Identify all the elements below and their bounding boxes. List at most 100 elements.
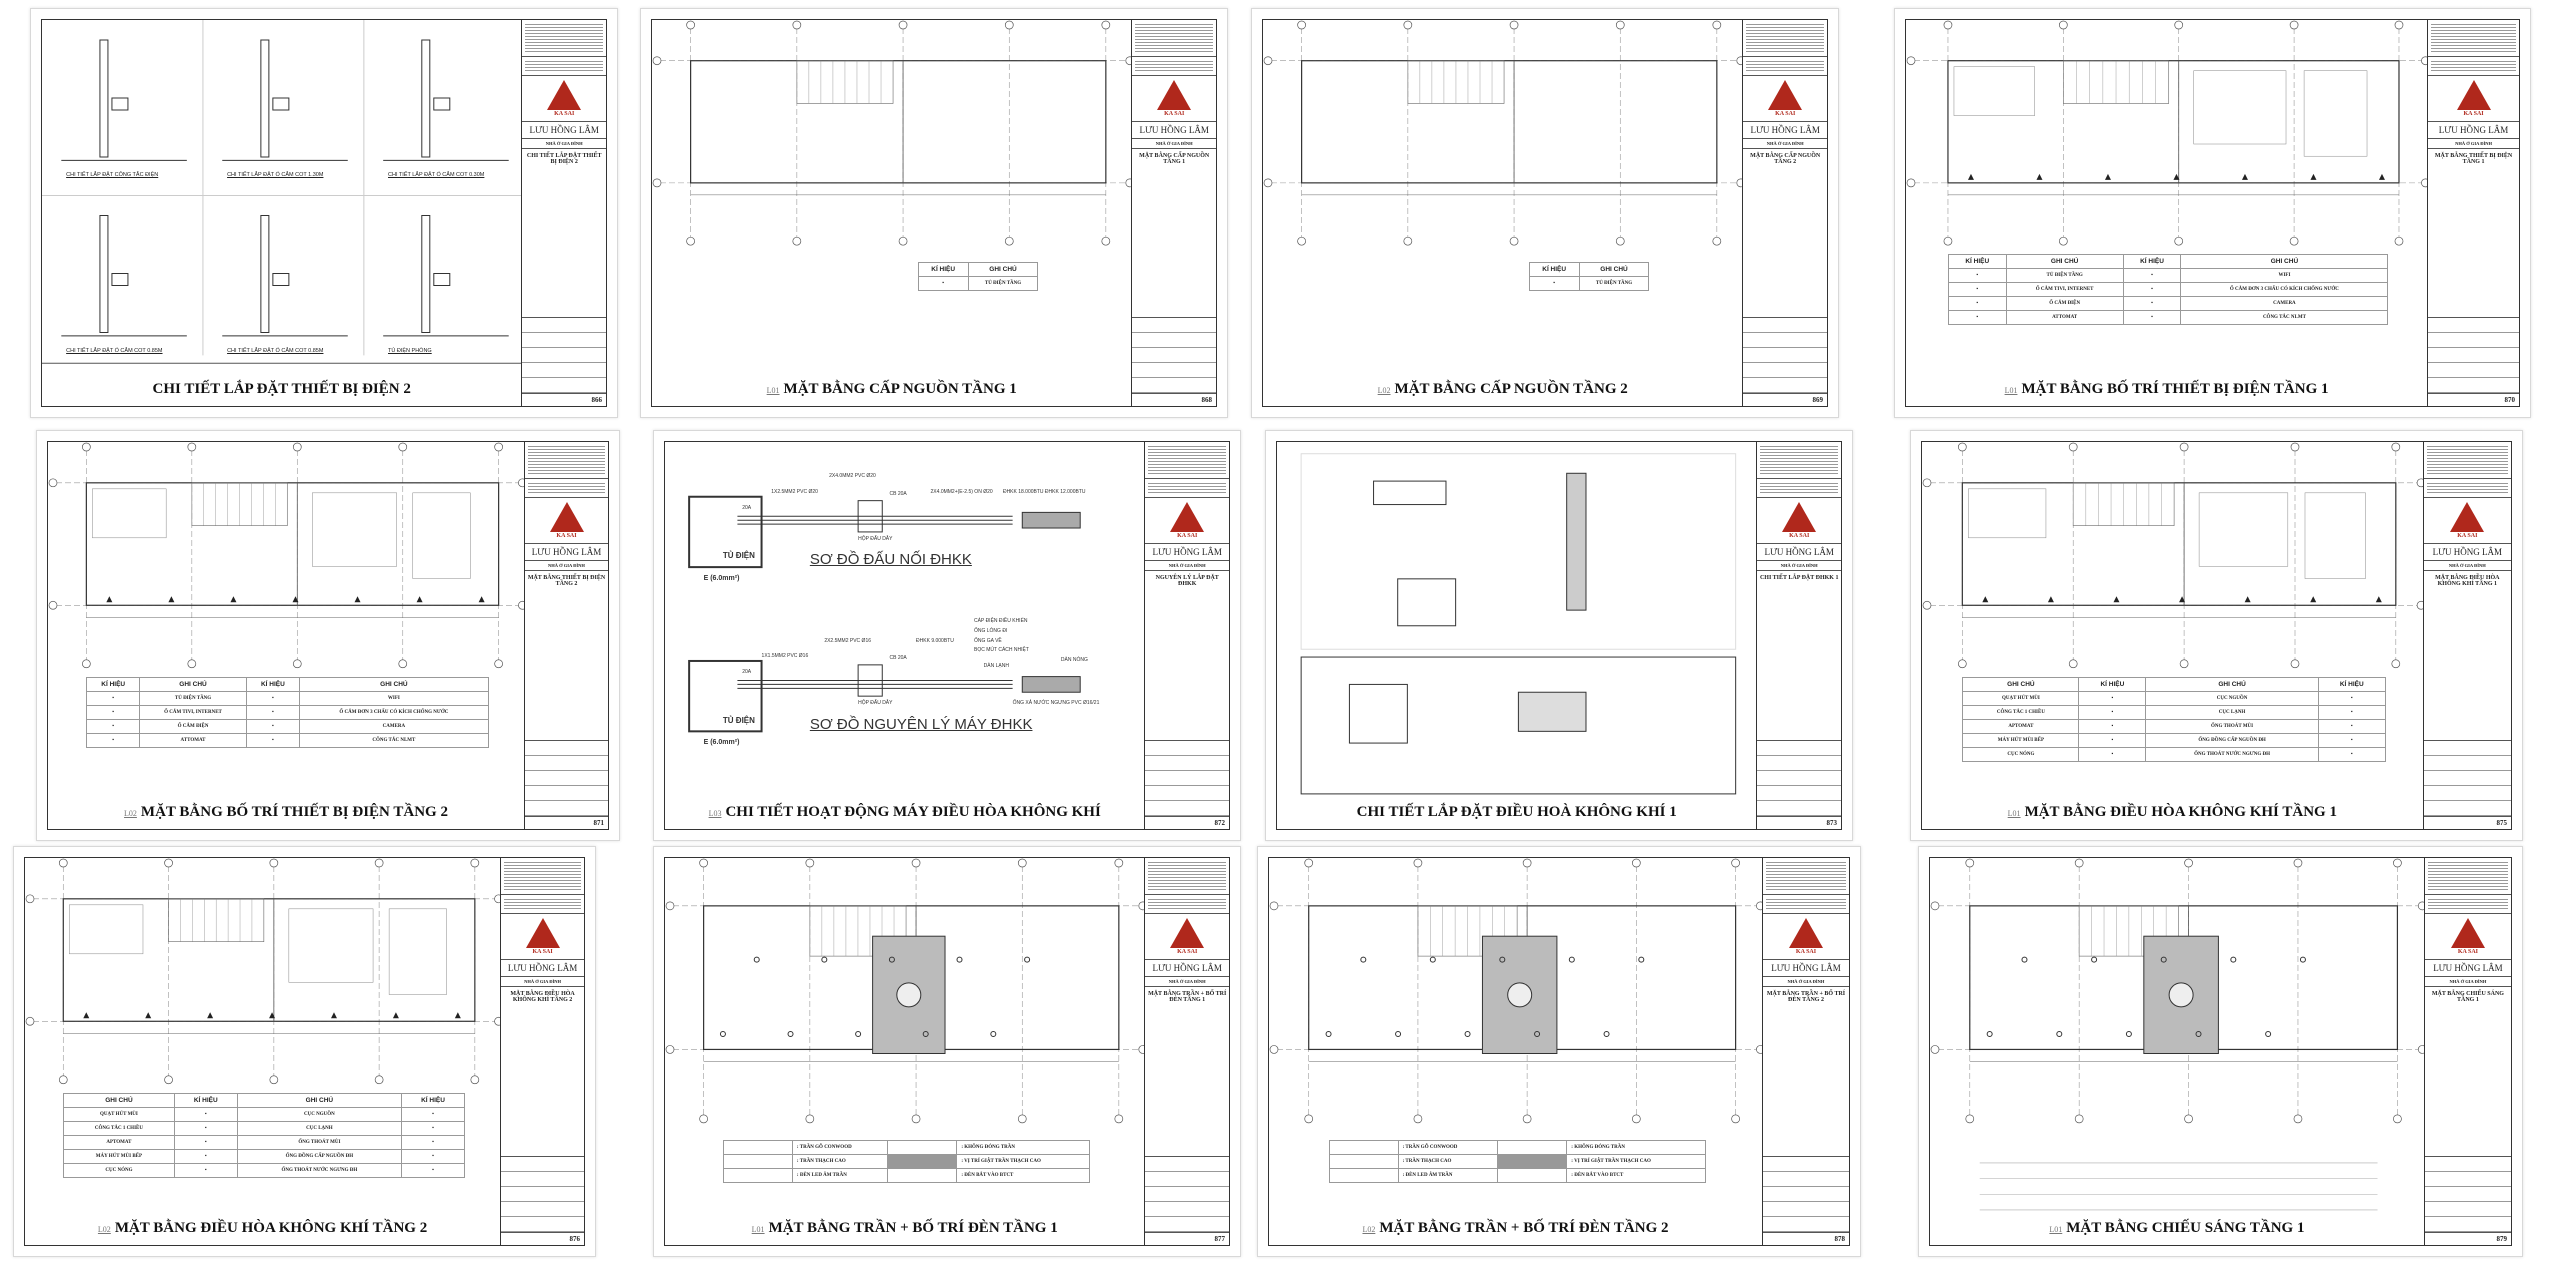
note-line	[1148, 455, 1226, 456]
sheet-number: 871	[525, 816, 608, 829]
led-downlight	[1603, 1030, 1610, 1037]
note-line	[2431, 51, 2516, 52]
legend-row: APTOMAT▪ỐNG THOÁT MÙI▪	[63, 1134, 466, 1150]
note-line	[1766, 880, 1846, 881]
legend-symbol: ▪	[400, 1134, 466, 1150]
electric-symbol	[1982, 596, 1989, 603]
note-line	[1760, 464, 1838, 465]
legend-row: QUẠT HÚT MÙI▪CỤC NGUỒN▪	[63, 1106, 466, 1122]
legend-swatch	[887, 1153, 958, 1169]
ceiling-legend-table: : TRẦN GỖ CONWOOD: KHÔNG ĐÓNG TRẦN: TRẦN…	[722, 1139, 1090, 1183]
detail-ref: L01	[2004, 386, 2018, 395]
owner-line	[1766, 908, 1846, 909]
drawing-sheet[interactable]: : TRẦN GỖ CONWOOD: KHÔNG ĐÓNG TRẦN: TRẦN…	[653, 846, 1241, 1257]
sheet-number: 870	[2428, 393, 2519, 406]
device-box	[433, 97, 451, 111]
legend-header: GHI CHÚ	[236, 1092, 402, 1108]
logo-text: KA SAI	[1775, 111, 1796, 117]
led-downlight	[2195, 1030, 2202, 1037]
legend-header: KÍ HIỆU	[2078, 676, 2147, 692]
owner-line	[525, 61, 603, 62]
cable-spec-label: ĐHKK 9.000BTU	[916, 637, 954, 644]
sheet-number: 878	[1763, 1232, 1849, 1245]
note-line	[2431, 39, 2516, 40]
cable-spec-label: 1X1.5MM2 PVC Ø16	[761, 653, 809, 660]
grid-axis-bubble	[1263, 178, 1273, 188]
legend-row: ▪Ổ CẮM TIVI, INTERNET▪Ổ CẮM ĐƠN 3 CHẤU C…	[1947, 282, 2389, 297]
legend-label: CÔNG TẮC 1 CHIỀU	[1962, 704, 2080, 720]
title-block-sheet-title: MẶT BẰNG THIẾT BỊ ĐIỆN TẦNG 2	[525, 571, 608, 741]
electric-symbol	[416, 596, 423, 603]
drawing-sheet[interactable]: : TRẦN GỖ CONWOOD: KHÔNG ĐÓNG TRẦN: TRẦN…	[1257, 846, 1861, 1257]
note-line	[2426, 464, 2508, 465]
signature-row	[1757, 771, 1841, 786]
designer-name: LƯU HỒNG LÂM	[2424, 960, 2511, 977]
device-box	[111, 97, 129, 111]
grid-axis-bubble	[269, 1075, 279, 1085]
legend-symbol: ▪	[1947, 282, 2007, 297]
owner-line	[1148, 899, 1226, 900]
detail-caption: CHI TIẾT LẮP ĐẶT Ổ CẮM COT 1.30M	[227, 172, 324, 179]
note-line	[2427, 871, 2508, 872]
detail-caption: CHI TIẾT LẮP ĐẶT Ổ CẮM COT 0.85M	[66, 347, 163, 354]
owner-block	[2423, 479, 2511, 498]
legend-label: Ổ CẮM ĐIỆN	[2005, 296, 2124, 311]
signature-row	[2428, 318, 2519, 333]
legend-label: TỦ ĐIỆN TẦNG	[2005, 268, 2124, 283]
note-line	[1746, 51, 1824, 52]
led-downlight	[753, 956, 760, 963]
electric-symbol	[292, 596, 299, 603]
note-line	[1148, 871, 1226, 872]
grid-axis-bubble	[2393, 858, 2402, 868]
signature-row	[522, 318, 606, 333]
legend-label: Ổ CẮM ĐƠN 3 CHẤU CÓ KÍCH CHỐNG NƯỚC	[298, 704, 490, 720]
sheet-number: 875	[2423, 816, 2511, 829]
sheet-number: 877	[1145, 1232, 1229, 1245]
note-line	[2431, 27, 2516, 28]
grid-axis-bubble	[2074, 1114, 2084, 1124]
grid-axis-bubble	[652, 178, 662, 188]
note-line	[2427, 868, 2508, 869]
note-line	[1760, 449, 1838, 450]
signature-row	[1145, 801, 1229, 816]
grid-axis-bubble	[792, 20, 802, 30]
owner-line	[1148, 489, 1226, 490]
note-line	[2427, 865, 2508, 866]
owner-block	[1132, 57, 1216, 76]
device-box	[272, 97, 290, 111]
legend-label: CÔNG TẮC NLMT	[298, 732, 490, 748]
grid-axis-bubble	[1114, 858, 1124, 868]
notes-block	[1145, 442, 1229, 479]
grid-axis-bubble	[470, 1075, 480, 1085]
owner-line	[1135, 61, 1213, 62]
legend-row: CỤC NÓNG▪ỐNG THOÁT NƯỚC NGƯNG ĐH▪	[63, 1162, 466, 1178]
sheet-title-text: MẶT BẰNG CẤP NGUỒN TẦNG 1	[783, 381, 1017, 397]
legend-swatch	[1497, 1153, 1568, 1169]
company-logo: KA SAI	[1757, 498, 1841, 544]
diagram-title: SƠ ĐỒ NGUYÊN LÝ MÁY ĐHKK	[809, 715, 1033, 733]
note-line	[1135, 33, 1213, 34]
owner-line	[1746, 67, 1824, 68]
signature-row	[1763, 1217, 1849, 1232]
grid-axis-bubble	[494, 442, 503, 452]
sheet-title-text: CHI TIẾT HOẠT ĐỘNG MÁY ĐIỀU HÒA KHÔNG KH…	[725, 804, 1101, 820]
note-line	[1766, 886, 1846, 887]
grid-axis-bubble	[2394, 20, 2404, 30]
note-line	[525, 42, 603, 43]
logo-text: KA SAI	[2463, 111, 2484, 117]
